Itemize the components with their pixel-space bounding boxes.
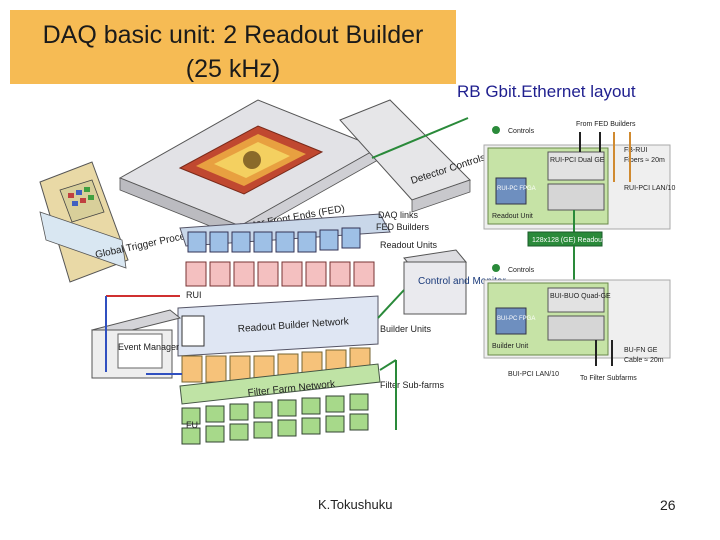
fb-rui-label: FB-RUI — [624, 147, 647, 154]
bui-buo-quad-ge: BUI-BUO Quad-GE — [550, 293, 611, 300]
control-monitor-label: Control and Monitor — [418, 276, 506, 287]
readout-unit-label: Readout Unit — [492, 213, 533, 220]
filter-subfarms-label: Filter Sub-farms — [380, 380, 445, 390]
to-filter-label: To Filter Subfarms — [580, 375, 637, 382]
fed-builders-row: DAQ links FED Builders — [179, 210, 430, 253]
readout-units-label: Readout Units — [380, 240, 438, 250]
readout-units-row: Readout Units RUI — [185, 240, 438, 300]
rui-pc-fpga: RUI-PC FPGA — [497, 186, 536, 192]
bu-fn-ge-label: BU-FN GE — [624, 347, 658, 354]
fed-slab: Detector Front Ends (FED) — [118, 99, 380, 239]
controls-top-icon — [492, 126, 500, 134]
event-manager-block: Event Manager — [91, 309, 182, 379]
control-monitor-block: Control and Monitor — [403, 249, 506, 315]
bui-pc-fpga: BUI-PC FPGA — [497, 316, 535, 322]
rui-pci-lan-label: RUI-PCI LAN/10 — [624, 185, 675, 192]
controls-bottom-label: Controls — [508, 267, 535, 274]
fu-label: FU — [186, 420, 198, 430]
controls-top-label: Controls — [508, 128, 535, 135]
slide-title-box: DAQ basic unit: 2 Readout Builder (25 kH… — [10, 10, 456, 84]
readout-builder-network: Readout Builder Network — [177, 295, 379, 357]
readout-unit-box: RUI-PCI Dual GE RUI-PC FPGA Readout Unit… — [483, 121, 675, 230]
footer-author: K.Tokushuku — [318, 497, 393, 512]
layout-title: RB Gbit.Ethernet layout — [457, 82, 636, 101]
builder-unit-label: Builder Unit — [492, 343, 528, 350]
bui-pci-lan-label: BUI-PCI LAN/10 — [508, 371, 559, 378]
slide-title-line1: DAQ basic unit: 2 Readout Builder — [42, 21, 424, 49]
event-manager-label: Event Manager — [118, 342, 179, 352]
cable-label: Cable ≈ 20m — [624, 357, 664, 364]
link-lines — [105, 289, 405, 430]
rui-label: RUI — [186, 290, 202, 300]
switch-label: 128x128 (GE) Readout Builder — [532, 237, 628, 244]
filter-subfarms: Filter Sub-farms FU — [181, 380, 445, 445]
detector-controls-block: Detector Controls — [339, 99, 487, 213]
daq-links-label: DAQ links — [378, 210, 419, 220]
rui-pci-dual-ge: RUI-PCI Dual GE — [550, 157, 605, 164]
page-number: 26 — [660, 497, 676, 513]
builder-units-label: Builder Units — [380, 324, 432, 334]
readout-builder-switch: 128x128 (GE) Readout Builder — [527, 210, 628, 280]
switch-label-text: 128x128 (GE) Readout Builder — [532, 237, 628, 244]
builder-unit-box: Controls BUI-BUO Quad-GE BUI-PC FPGA Bui… — [483, 264, 671, 382]
from-fed-label: From FED Builders — [576, 121, 636, 128]
slide-title-line2: (25 kHz) — [185, 55, 281, 83]
controls-bottom-icon — [492, 264, 500, 272]
fed-builders-label: FED Builders — [376, 222, 430, 232]
fibers-label: Fibers ≈ 20m — [624, 157, 665, 164]
